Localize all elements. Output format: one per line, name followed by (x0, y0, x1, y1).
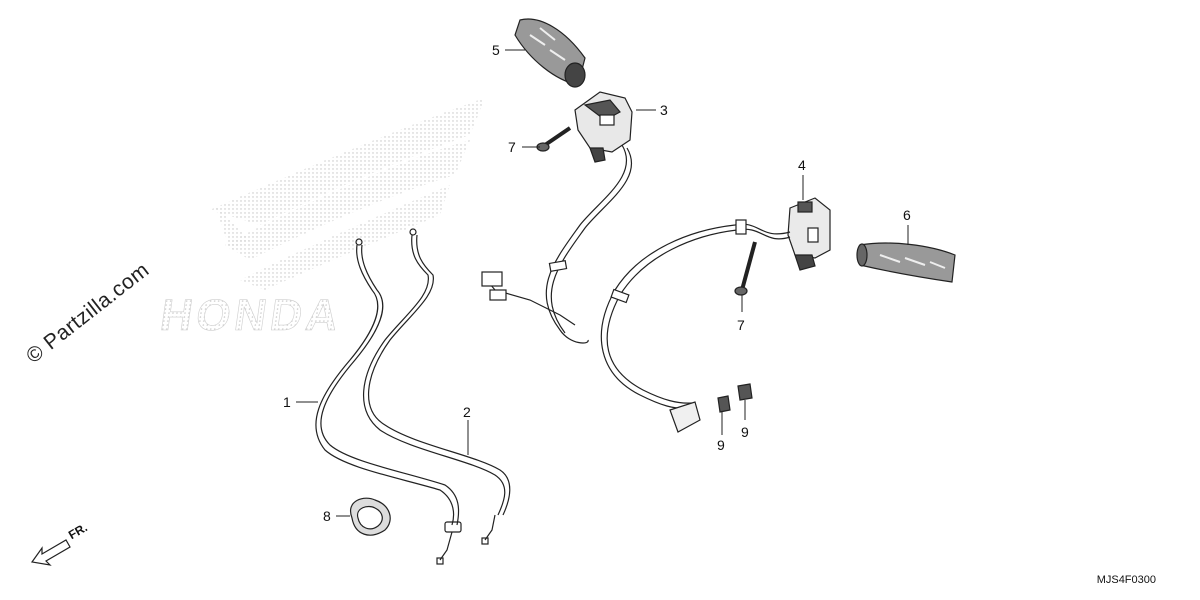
right-switch-harness (600, 219, 791, 433)
callout-6: 6 (903, 207, 911, 223)
callout-7-upper: 7 (508, 139, 516, 155)
callout-9-right: 9 (741, 424, 749, 440)
cable-clamp-8 (349, 497, 391, 536)
left-switch-housing (574, 91, 633, 163)
screw-7-lower (734, 241, 757, 296)
callout-2: 2 (463, 404, 471, 420)
cable-2 (362, 228, 511, 545)
left-switch-harness (481, 144, 633, 344)
clip-9-left (717, 395, 731, 413)
callout-9-left: 9 (717, 437, 725, 453)
right-grip (856, 242, 956, 283)
screw-7-upper (536, 126, 572, 152)
cable-1 (315, 238, 462, 565)
honda-logo-text: HONDA (157, 291, 345, 340)
clip-9-right (737, 383, 753, 401)
callout-3: 3 (660, 102, 668, 118)
diagram-code: MJS4F0300 (1096, 574, 1156, 586)
callout-5: 5 (492, 42, 500, 58)
leader-lines (296, 49, 909, 517)
right-switch-housing (787, 197, 831, 271)
callout-1: 1 (283, 394, 291, 410)
callout-7-lower: 7 (737, 317, 745, 333)
callout-4: 4 (798, 157, 806, 173)
callout-8: 8 (323, 508, 331, 524)
honda-wing-logo (210, 98, 485, 290)
left-grip (514, 18, 586, 88)
front-direction-arrow (30, 539, 71, 566)
